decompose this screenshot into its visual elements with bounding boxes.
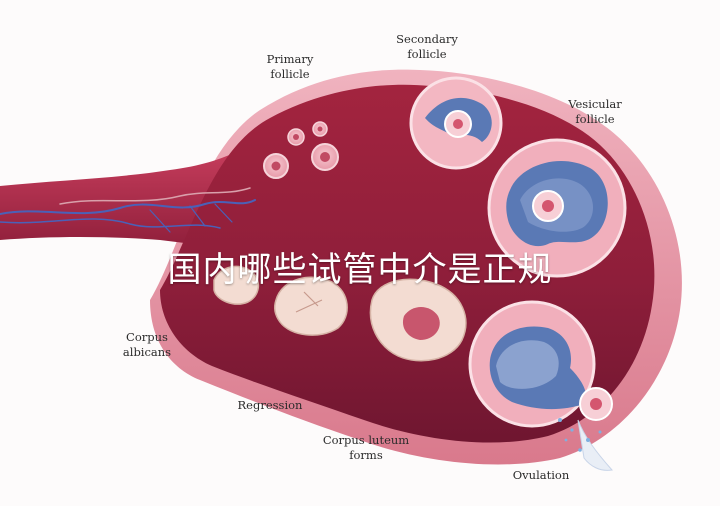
primary-follicles <box>263 121 339 179</box>
label-primary-follicle: Primary follicle <box>266 52 314 81</box>
label-secondary-follicle: Secondary follicle <box>396 32 458 61</box>
ovulating-follicle <box>468 300 613 471</box>
label-corpus-albicans: Corpus albicans <box>122 330 172 359</box>
vesicular-follicle <box>487 138 627 278</box>
label-ovulation: Ovulation <box>512 468 570 482</box>
corpus-luteum-shape <box>369 278 467 362</box>
blood-vessels <box>0 187 256 233</box>
overlay-caption: 国内哪些试管中介是正规 <box>167 250 553 290</box>
label-regression: Regression <box>237 398 303 412</box>
corpus-albicans-shapes <box>213 265 348 336</box>
secondary-follicle <box>409 76 503 170</box>
label-corpus-luteum-forms: Corpus luteum forms <box>322 433 410 462</box>
label-vesicular-follicle: Vesicular follicle <box>568 97 622 126</box>
